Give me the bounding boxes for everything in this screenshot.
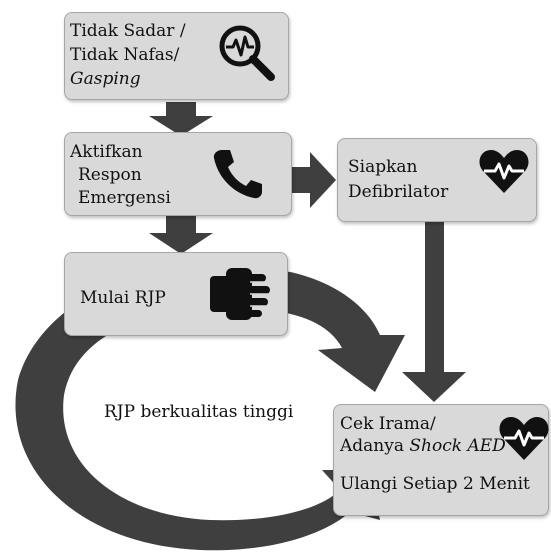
loop-arrow-upper <box>262 268 405 392</box>
rhythm-line-1: Cek Irama/ <box>340 414 436 434</box>
defib-line-2: Defibrilator <box>348 182 449 202</box>
rhythm-line-2: Adanya Shock AED <box>340 435 506 457</box>
phone-icon <box>213 150 262 199</box>
unconscious-line-1: Tidak Sadar / <box>70 21 186 41</box>
activate-line-2: Respon <box>78 165 142 185</box>
arrow-down-2 <box>149 216 213 254</box>
loop-label: RJP berkualitas tinggi <box>104 402 294 422</box>
unconscious-line-3: Gasping <box>70 69 141 89</box>
box-activate-emergency <box>64 132 292 216</box>
activate-line-3: Emergensi <box>78 188 171 208</box>
unconscious-line-2: Tidak Nafas/ <box>70 45 180 65</box>
arrow-down-3 <box>402 222 466 402</box>
rhythm-line-2-prefix: Adanya <box>340 436 410 456</box>
arrow-right-1 <box>292 152 336 208</box>
defib-line-1: Siapkan <box>348 157 418 177</box>
cpr-label: Mulai RJP <box>80 288 166 308</box>
hands-compression-icon <box>210 268 270 320</box>
activate-line-1: Aktifkan <box>70 142 143 162</box>
rhythm-line-3: Ulangi Setiap 2 Menit <box>340 474 530 494</box>
magnifier-heartbeat-icon <box>219 25 275 81</box>
arrow-down-1 <box>149 102 213 136</box>
heart-pulse-icon <box>499 417 549 460</box>
heart-pulse-icon <box>479 150 529 193</box>
rhythm-line-2-italic: Shock AED <box>409 436 506 456</box>
